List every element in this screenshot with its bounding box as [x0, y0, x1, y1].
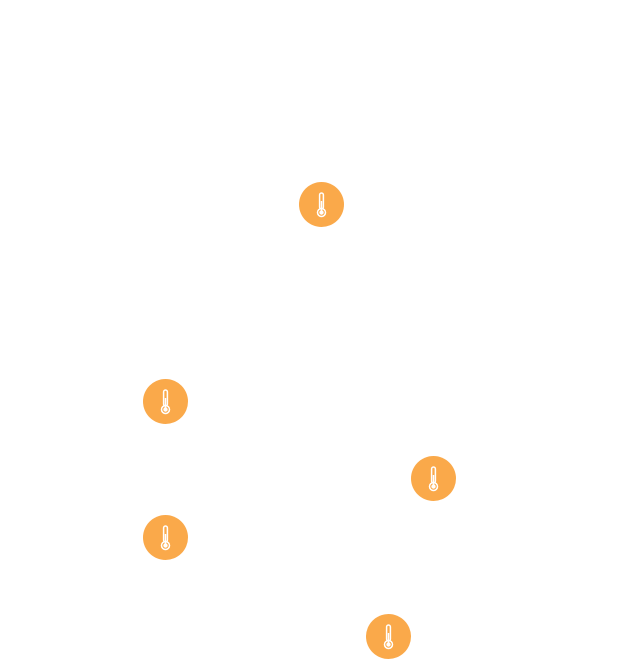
temperature-marker[interactable]: [143, 379, 188, 424]
thermometer-icon: [143, 515, 188, 560]
thermometer-icon: [366, 614, 411, 659]
thermometer-icon: [299, 182, 344, 227]
temperature-marker[interactable]: [411, 456, 456, 501]
temperature-marker[interactable]: [366, 614, 411, 659]
temperature-marker[interactable]: [299, 182, 344, 227]
thermometer-icon: [143, 379, 188, 424]
temperature-marker[interactable]: [143, 515, 188, 560]
thermometer-icon: [411, 456, 456, 501]
